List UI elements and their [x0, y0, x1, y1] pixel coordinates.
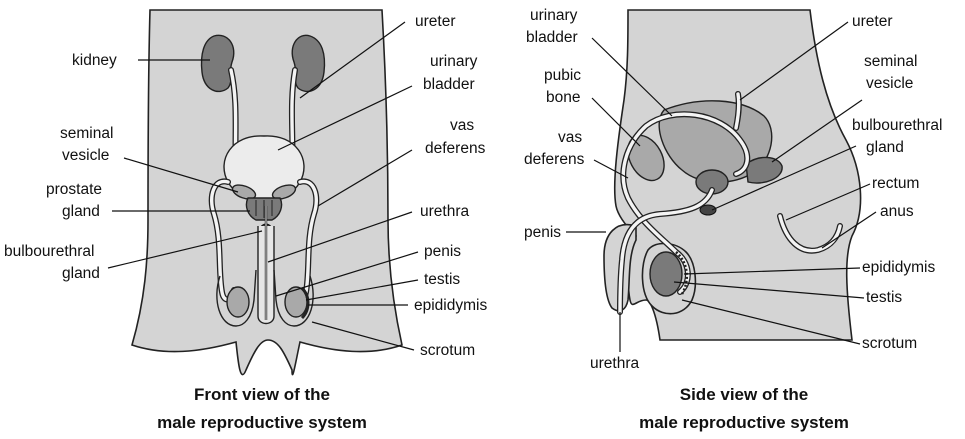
label-front-scrotum: scrotum: [420, 342, 475, 359]
label-front-bulbourethral-gland-2: gland: [62, 265, 100, 282]
label-front-epididymis: epididymis: [414, 297, 487, 314]
label-side-epididymis: epididymis: [862, 259, 935, 276]
caption-front-line-1: Front view of the: [194, 385, 330, 404]
label-front-prostate-gland-1: prostate: [46, 181, 102, 198]
label-side-rectum: rectum: [872, 175, 919, 192]
label-side-penis: penis: [524, 224, 561, 241]
label-front-prostate-gland-2: gland: [62, 203, 100, 220]
label-front-penis: penis: [424, 243, 461, 260]
label-side-scrotum: scrotum: [862, 335, 917, 352]
front-kidney-left: [202, 35, 234, 91]
side-testis: [650, 252, 682, 296]
label-side-anus: anus: [880, 203, 914, 220]
label-front-urethra: urethra: [420, 203, 469, 220]
label-side-seminal-vesicle-1: seminal: [864, 53, 917, 70]
label-side-pubic-bone-2: bone: [546, 89, 580, 106]
caption-front-line-2: male reproductive system: [157, 413, 367, 432]
label-front-urinary-bladder-2: bladder: [423, 76, 475, 93]
label-front-vas-deferens-2: deferens: [425, 140, 486, 157]
label-side-urinary-bladder-2: bladder: [526, 29, 578, 46]
front-view: kidney ureter urinary bladder vas defere…: [4, 10, 487, 432]
label-side-urethra: urethra: [590, 355, 639, 372]
label-front-bulbourethral-gland-1: bulbourethral: [4, 243, 94, 260]
label-side-bulbourethral-gland-1: bulbourethral: [852, 117, 942, 134]
label-front-seminal-vesicle-2: vesicle: [62, 147, 109, 164]
label-side-bulbourethral-gland-2: gland: [866, 139, 904, 156]
label-side-vas-deferens-1: vas: [558, 129, 582, 146]
label-side-testis: testis: [866, 289, 902, 306]
label-front-ureter: ureter: [415, 13, 456, 30]
caption-side-line-2: male reproductive system: [639, 413, 849, 432]
label-front-vas-deferens-1: vas: [450, 117, 474, 134]
side-view: urinary bladder ureter pubic bone semina…: [524, 7, 942, 432]
label-side-seminal-vesicle-2: vesicle: [866, 75, 913, 92]
label-side-pubic-bone-1: pubic: [544, 67, 581, 84]
label-side-vas-deferens-2: deferens: [524, 151, 585, 168]
label-front-seminal-vesicle-1: seminal: [60, 125, 113, 142]
label-side-ureter: ureter: [852, 13, 893, 30]
label-side-urinary-bladder-1: urinary: [530, 7, 578, 24]
label-front-urinary-bladder-1: urinary: [430, 53, 478, 70]
front-testis-left: [227, 287, 249, 317]
caption-side-line-1: Side view of the: [680, 385, 808, 404]
label-front-testis: testis: [424, 271, 460, 288]
label-front-kidney: kidney: [72, 52, 117, 69]
